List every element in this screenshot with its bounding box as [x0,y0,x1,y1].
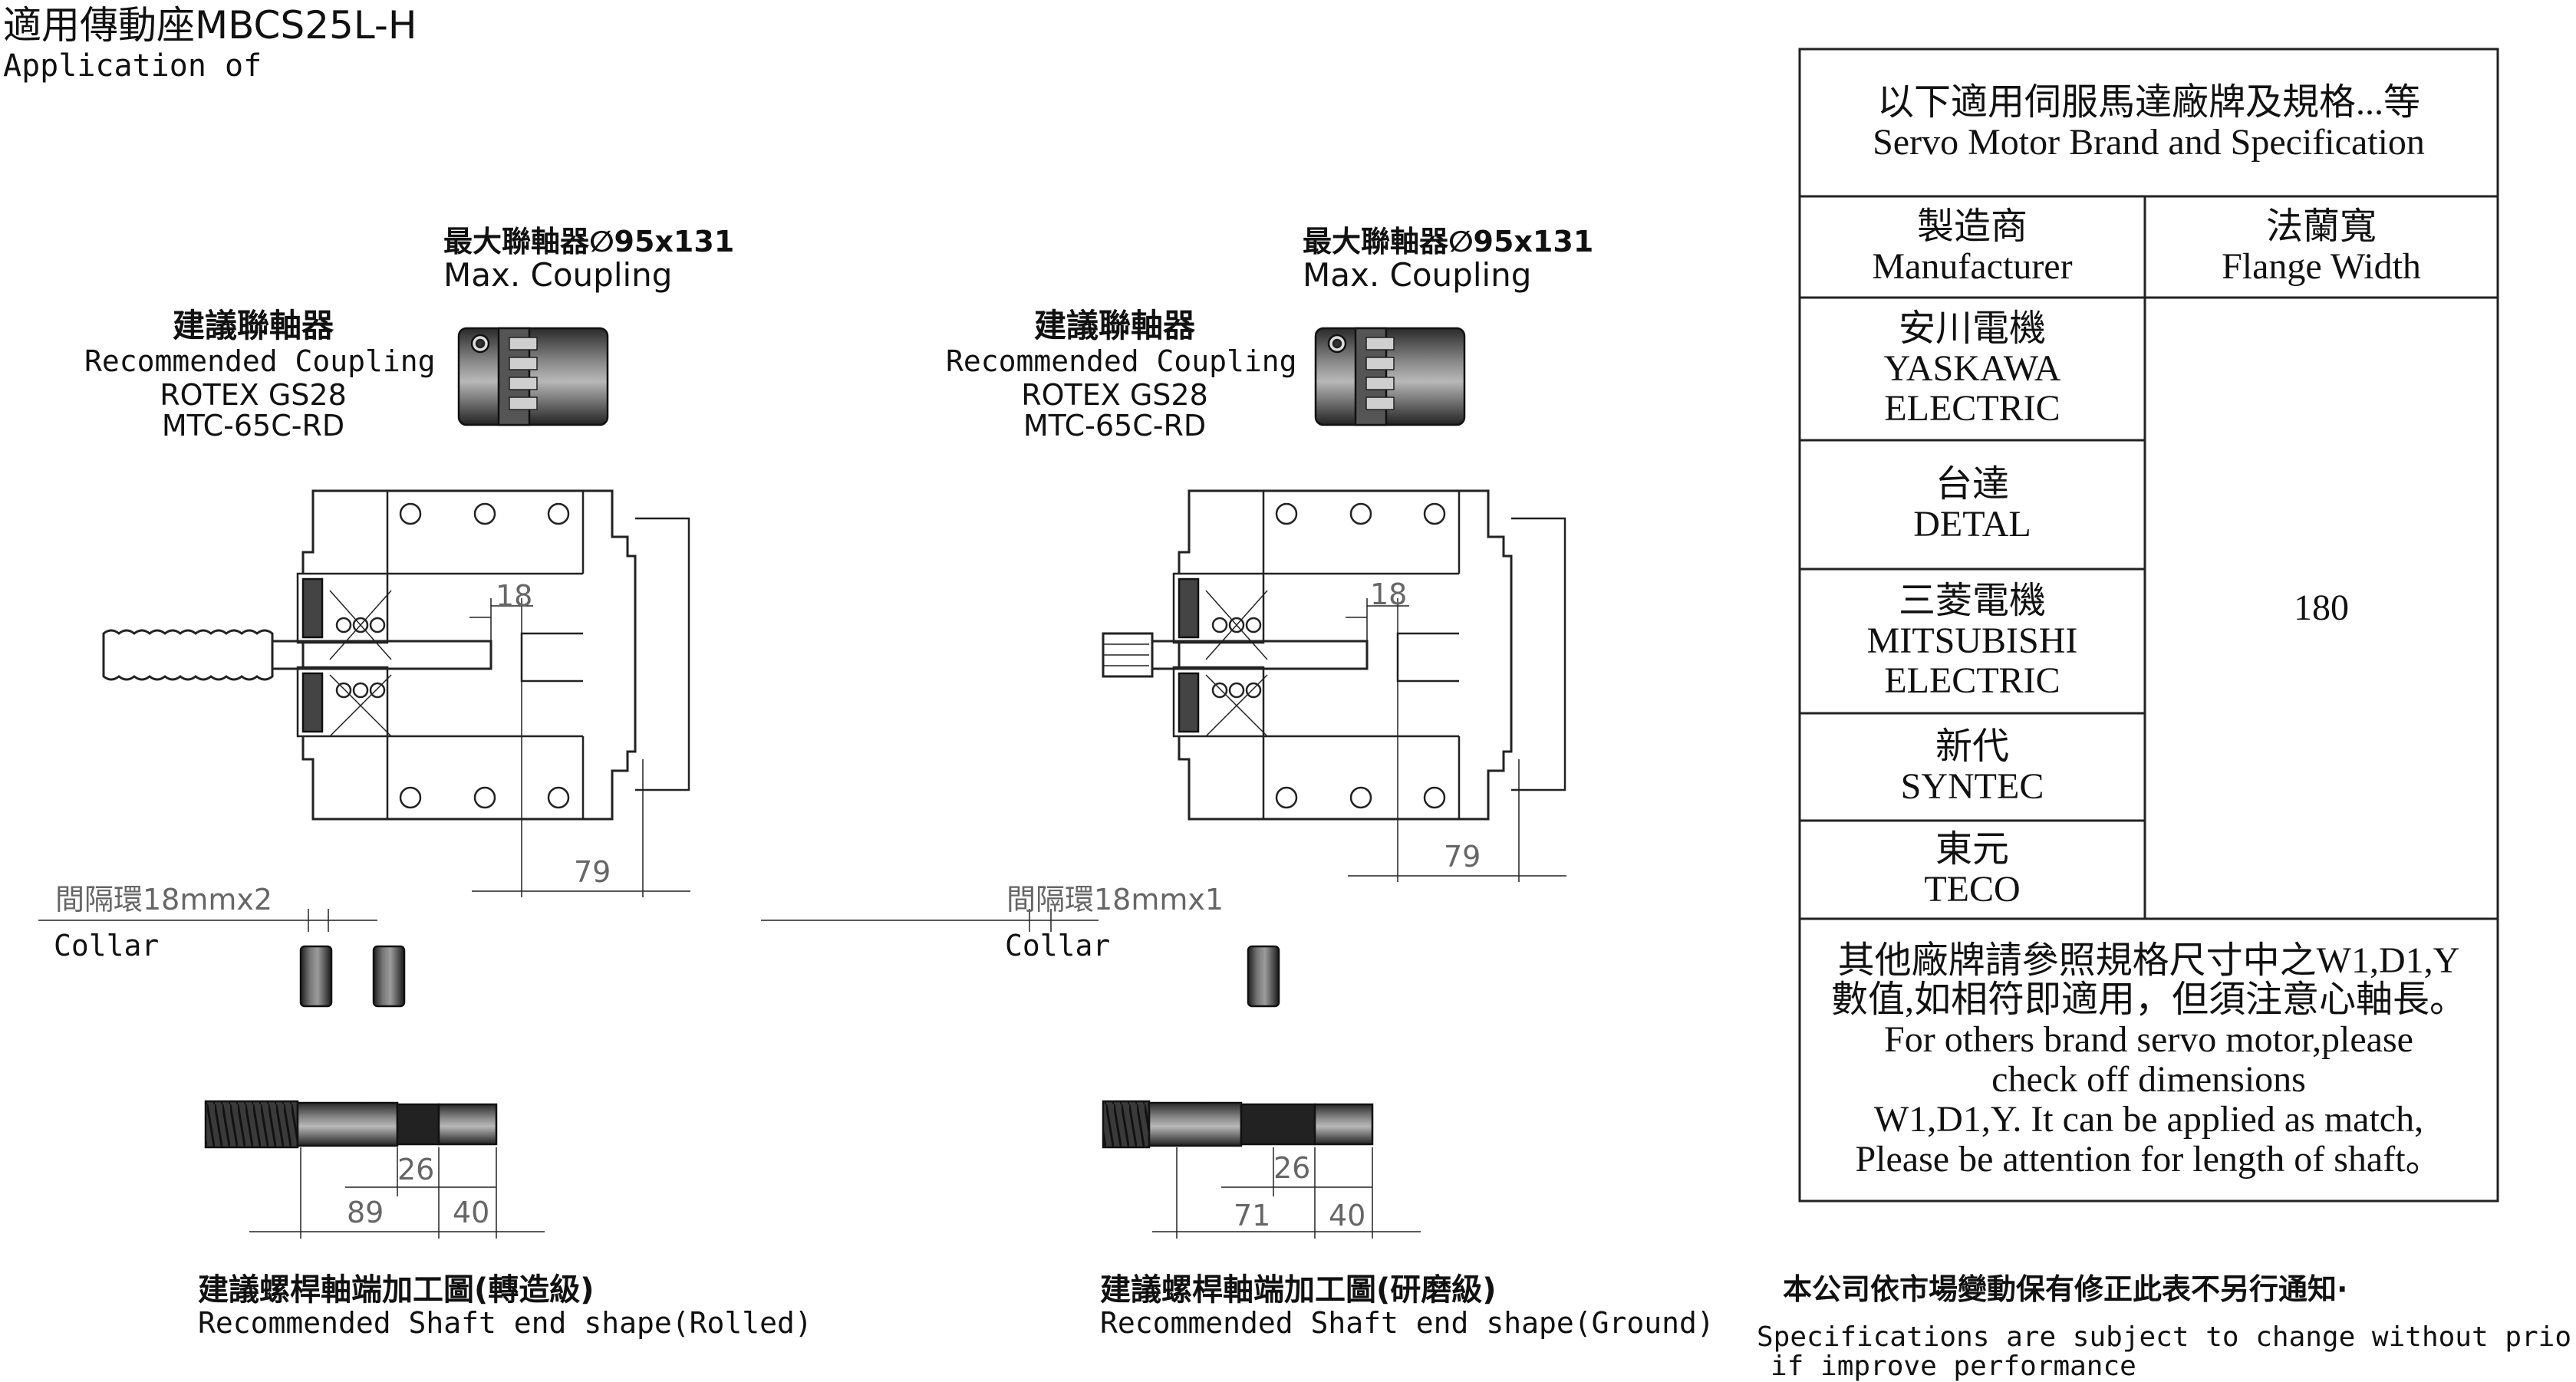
table-header-en: Servo Motor Brand and Specification [1873,122,2425,163]
column-flange-en: Flange Width [2222,246,2421,287]
brand-cn: 安川電機 [1898,308,2046,350]
right-max-coupling-cn: 最大聯軸器∅95x131 [1303,225,1594,258]
table-header: 以下適用伺服馬達廠牌及規格...等 Servo Motor Brand and … [1800,49,2498,196]
brand-en: MITSUBISHI [1866,620,2078,662]
flange-width-text: 180 [2294,587,2349,629]
left-rec-coupling-cn: 建議聯軸器 [172,307,334,344]
brand-row: 新代 SYNTEC [1800,713,2145,821]
right-shaft-caption-cn: 建議螺桿軸端加工圖(研磨級) [1100,1272,1497,1308]
column-manufacturer-cn: 製造商 [1916,206,2028,248]
brand-en: TECO [1924,869,2021,910]
left-max-coupling-cn: 最大聯軸器∅95x131 [443,225,735,258]
page-subtitle: Application of [3,48,262,84]
note-en-line: check off dimensions [1991,1059,2306,1100]
right-collar-cn: 間隔環18mmx1 [1006,883,1224,916]
footer-notice-en-2: if improve performance [1771,1351,2136,1382]
right-shaft-caption-en: Recommended Shaft end shape(Ground) [1100,1306,1715,1340]
column-manufacturer-en: Manufacturer [1872,246,2073,287]
right-rec-coupling-cn: 建議聯軸器 [1033,307,1195,344]
left-dim-18: 18 [496,579,533,613]
brand-cn: 新代 [1935,726,2009,768]
note-en-line: W1,D1,Y. It can be applied as match, [1873,1098,2424,1140]
left-collar-cn: 間隔環18mmx2 [55,883,273,916]
shaft-end-rolled [204,1100,498,1149]
left-collar-en: Collar [54,929,160,962]
note-cn-line: 數值,如相符即適用，但須注意心軸長。 [1830,979,2466,1021]
spec-table: 以下適用伺服馬達廠牌及規格...等 Servo Motor Brand and … [1800,49,2498,1201]
brand-en-2: ELECTRIC [1884,387,2060,429]
brand-en-2: ELECTRIC [1884,660,2060,701]
left-shaft-dim-26: 26 [397,1153,435,1186]
left-rec-model-1: ROTEX GS28 [160,378,347,412]
brand-en: SYNTEC [1900,766,2044,807]
note-cn-line: 其他廠牌請參照規格尺寸中之W1,D1,Y [1837,939,2460,981]
left-dim-79: 79 [574,855,611,889]
left-shaft-dim-89: 89 [347,1196,384,1229]
column-flange-cn: 法蘭寬 [2265,206,2377,248]
right-rec-model-2: MTC-65C-RD [1023,409,1207,443]
left-shaft-dim-40: 40 [453,1196,490,1229]
brand-row: 東元 TECO [1800,821,2145,919]
left-shaft-caption-en: Recommended Shaft end shape(Rolled) [198,1306,812,1340]
column-header-manufacturer: 製造商 Manufacturer [1800,196,2145,298]
brand-cn: 台達 [1935,464,2009,505]
brand-cn: 三菱電機 [1898,581,2046,622]
right-collar-en: Collar [1005,929,1111,962]
note-en-line: For others brand servo motor,please [1884,1019,2413,1061]
column-header-flange: 法蘭寬 Flange Width [2145,196,2498,298]
right-assembly-drawing [761,327,1566,1239]
shaft-end-ground [1102,1100,1374,1149]
brand-en: YASKAWA [1883,348,2061,390]
brand-row: 安川電機 YASKAWA ELECTRIC [1800,298,2145,440]
brand-row: 三菱電機 MITSUBISHI ELECTRIC [1800,569,2145,713]
page-title: 適用傳動座MBCS25L-H [3,3,417,48]
right-rec-coupling-en: Recommended Coupling [946,344,1297,378]
table-note: 其他廠牌請參照規格尺寸中之W1,D1,Y 數值,如相符即適用，但須注意心軸長。 … [1800,919,2498,1201]
left-assembly-drawing [38,327,690,1239]
brand-cn: 東元 [1935,829,2009,870]
brand-en: DETAL [1913,504,2031,545]
spec-table-grid [1798,48,2499,1203]
footer-notice-en-1: Specifications are subject to change wit… [1757,1321,2576,1353]
right-shaft-dim-26: 26 [1273,1151,1311,1185]
right-dim-79: 79 [1444,840,1481,874]
left-max-coupling-en: Max. Coupling [443,256,673,294]
brand-row: 台達 DETAL [1800,440,2145,569]
right-shaft-dim-40: 40 [1329,1199,1366,1232]
note-en-line: Please be attention for length of shaft。 [1855,1138,2443,1180]
right-dim-18: 18 [1370,577,1408,611]
right-shaft-dim-71: 71 [1234,1199,1271,1232]
left-rec-coupling-en: Recommended Coupling [84,344,436,378]
right-rec-model-1: ROTEX GS28 [1021,378,1208,412]
table-header-cn: 以下適用伺服馬達廠牌及規格...等 [1876,82,2420,123]
flange-width-value: 180 [2145,298,2498,919]
coupling-image-right [1314,327,1466,426]
coupling-image-left [457,327,609,426]
right-max-coupling-en: Max. Coupling [1303,256,1532,294]
left-rec-model-2: MTC-65C-RD [161,409,345,443]
left-shaft-caption-cn: 建議螺桿軸端加工圖(轉造級) [198,1272,595,1308]
footer-notice-cn: 本公司依市場變動保有修正此表不另行通知· [1783,1272,2348,1306]
